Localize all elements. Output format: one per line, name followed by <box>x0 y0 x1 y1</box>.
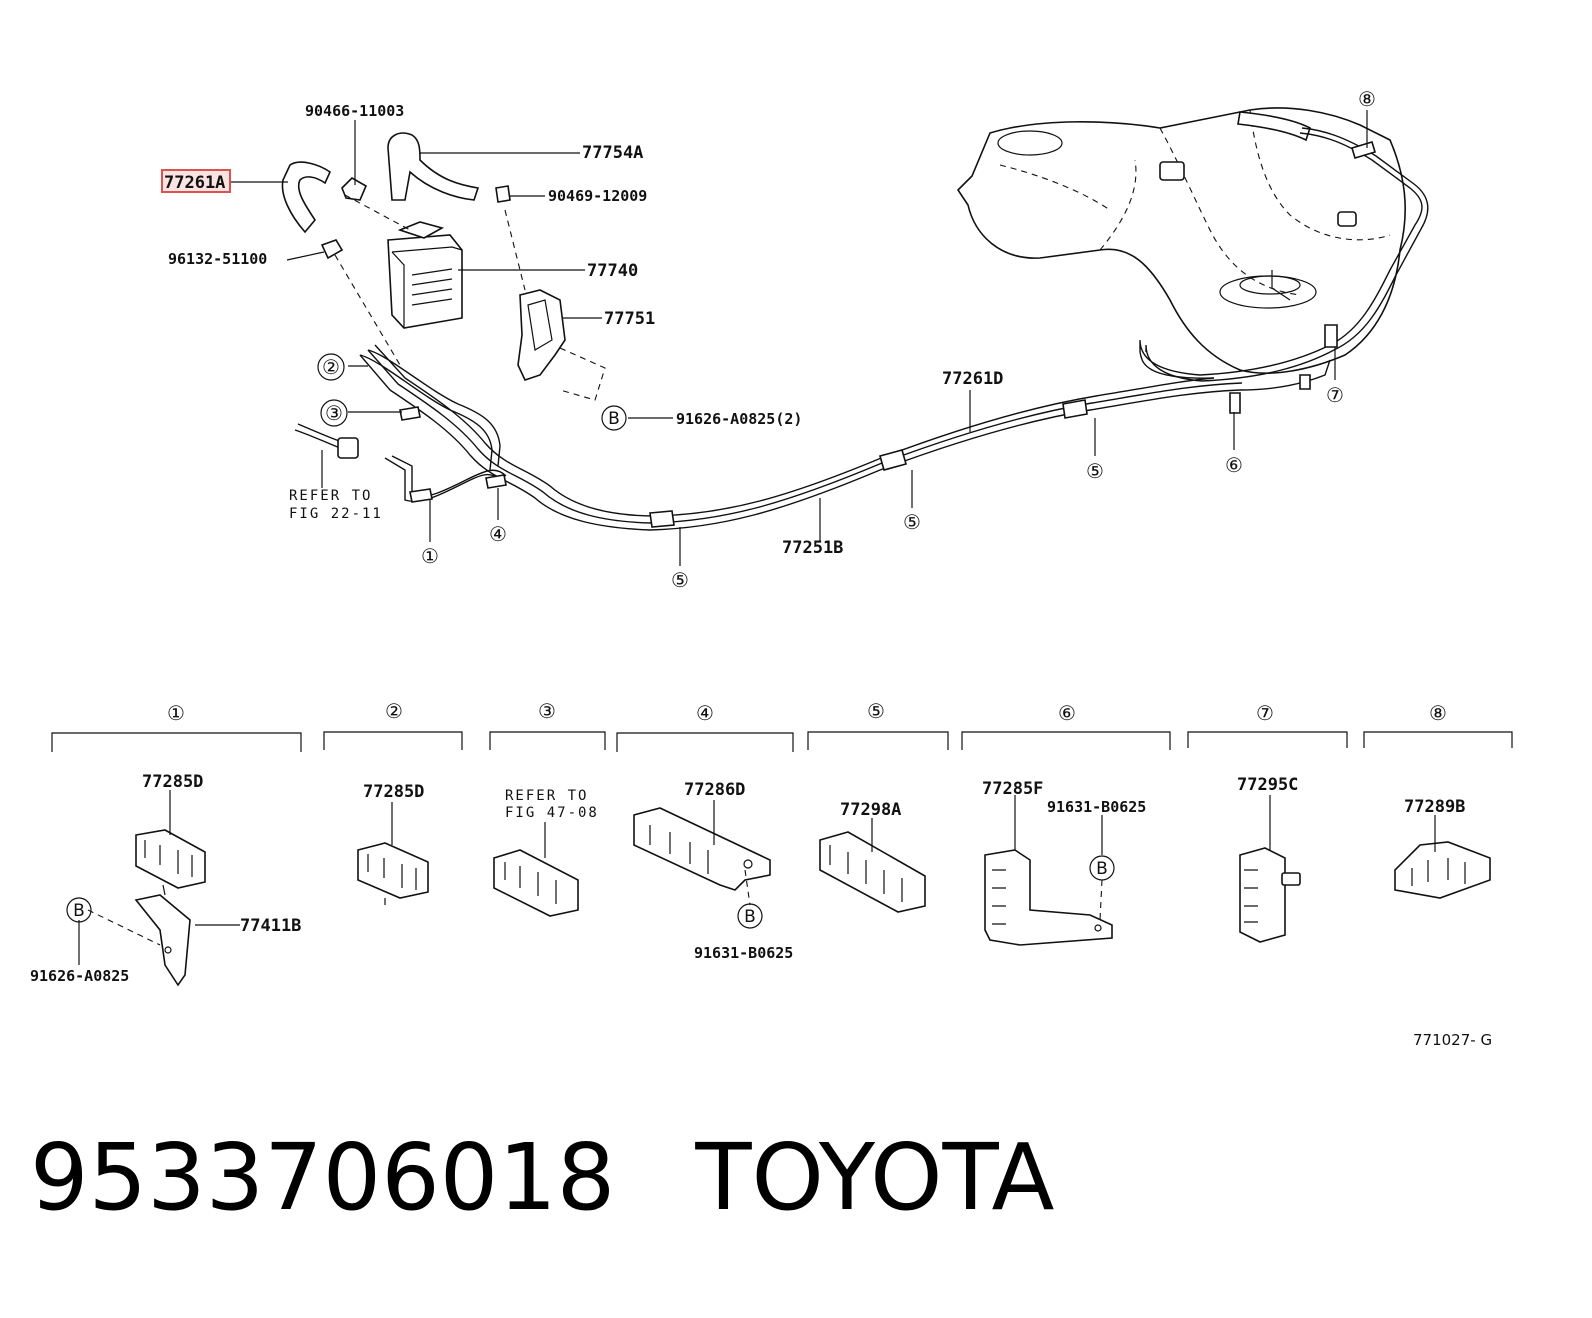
top-labels: 90466-11003 77261A 77754A 90469-12009 96… <box>161 102 1003 558</box>
group-2-part-a: 77285D <box>363 782 424 802</box>
group-6-part-a: 77285F <box>982 779 1043 799</box>
group-4-number: ④ <box>696 701 714 725</box>
group-2-number: ② <box>385 699 403 723</box>
group-part-drawings: B B B <box>66 790 1491 987</box>
callout-5b: ⑤ <box>903 510 921 534</box>
callout-6: ⑥ <box>1225 453 1243 477</box>
callout-5a: ⑤ <box>671 568 689 592</box>
group-5-part-a: 77298A <box>840 800 901 820</box>
group-4-bolt: 91631-B0625 <box>694 944 793 962</box>
group-6-bolt: 91631-B0625 <box>1047 798 1146 816</box>
group-1-bolt: 91626-A0825 <box>30 967 129 985</box>
callout-4: ④ <box>489 522 507 546</box>
group-1-part-a: 77285D <box>142 772 203 792</box>
label-90469-12009: 90469-12009 <box>548 187 647 205</box>
label-90466-11003: 90466-11003 <box>305 102 404 120</box>
group-3-refer-2: FIG 47-08 <box>505 805 599 821</box>
caption-part-number: 9533706018 <box>30 1124 616 1231</box>
group-7-part-a: 77295C <box>1237 775 1298 795</box>
callout-2: ② <box>322 355 340 379</box>
group-1-part-b: 77411B <box>240 916 301 936</box>
callout-7: ⑦ <box>1326 383 1344 407</box>
group-1-b: B <box>73 901 85 921</box>
group-4-b: B <box>744 907 756 927</box>
group-8-part-a: 77289B <box>1404 797 1465 817</box>
group-1-number: ① <box>167 701 185 725</box>
group-8-number: ⑧ <box>1429 701 1447 725</box>
label-77261d: 77261D <box>942 369 1003 389</box>
group-3-refer-1: REFER TO <box>505 788 588 804</box>
group-7-number: ⑦ <box>1256 701 1274 725</box>
caption-brand: TOYOTA <box>695 1124 1055 1231</box>
group-brackets <box>51 731 1513 752</box>
callout-1: ① <box>421 544 439 568</box>
canister-assembly <box>281 132 606 401</box>
fuel-tank <box>956 107 1406 374</box>
fuel-lines <box>294 127 1429 531</box>
illustration-id: 771027- G <box>1413 1031 1492 1049</box>
label-91626-a0825-2: 91626-A0825(2) <box>676 410 802 428</box>
top-callouts: ② ③ ① ④ ⑤ ⑤ ⑤ ⑥ ⑦ ⑧ B <box>317 87 1376 592</box>
label-77740: 77740 <box>587 261 638 281</box>
group-6-b: B <box>1096 859 1108 879</box>
refer-line1: REFER TO <box>289 488 372 504</box>
group-numbers: ① ② ③ ④ ⑤ ⑥ ⑦ ⑧ <box>167 699 1447 725</box>
label-77751: 77751 <box>604 309 655 329</box>
leader-lines <box>230 110 1368 566</box>
callout-8: ⑧ <box>1358 87 1376 111</box>
label-77754a: 77754A <box>582 143 643 163</box>
label-96132-51100: 96132-51100 <box>168 250 267 268</box>
highlight-box-77261a <box>161 169 231 193</box>
label-77261a: 77261A <box>164 173 225 193</box>
group-4-part-a: 77286D <box>684 780 745 800</box>
group-labels: 77285D 77411B 91626-A0825 77285D REFER T… <box>30 772 1465 985</box>
group-5-number: ⑤ <box>867 699 885 723</box>
group-3-number: ③ <box>538 699 556 723</box>
callout-3: ③ <box>325 401 343 425</box>
refer-line2: FIG 22-11 <box>289 506 383 522</box>
label-77251b: 77251B <box>782 538 843 558</box>
group-6-number: ⑥ <box>1058 701 1076 725</box>
callout-5c: ⑤ <box>1086 459 1104 483</box>
callout-b-top: B <box>608 409 620 429</box>
